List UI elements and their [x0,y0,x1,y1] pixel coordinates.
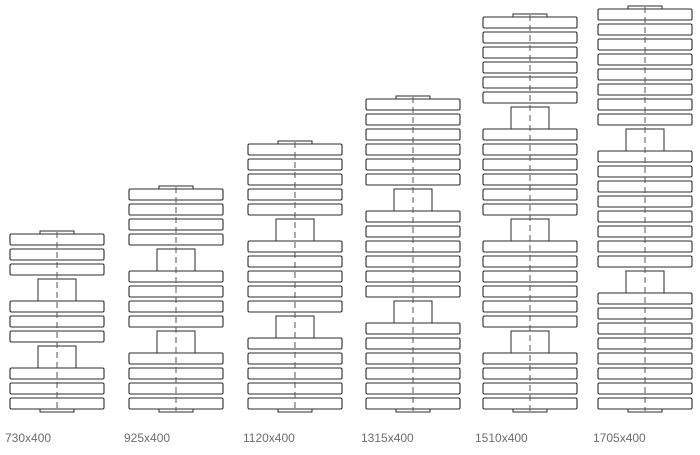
radiator-1705x400 [597,5,693,413]
size-label: 730x400 [5,431,52,445]
size-label: 1510x400 [475,431,528,445]
size-label: 925x400 [124,431,171,445]
radiator-1315x400 [365,95,461,413]
radiator-1120x400 [247,140,343,413]
radiator-730x400 [9,230,105,413]
radiator-925x400 [128,185,224,413]
size-label: 1315x400 [361,431,414,445]
radiator-1510x400 [482,13,578,413]
size-label: 1120x400 [243,431,295,445]
size-label: 1705x400 [593,431,646,445]
